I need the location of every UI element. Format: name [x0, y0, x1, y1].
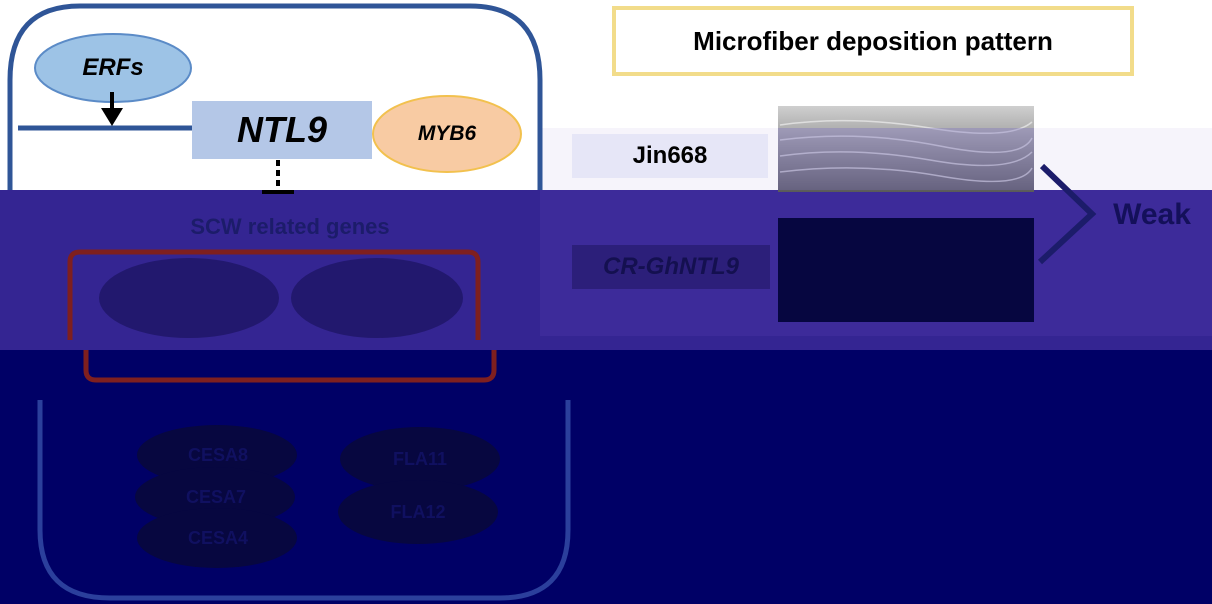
sem-image-mutant: [778, 218, 1034, 322]
pattern-title: Microfiber deposition pattern: [612, 6, 1134, 76]
ntl9-label: NTL9: [237, 109, 327, 150]
fla-label-2: FLA12: [390, 501, 446, 522]
scw-box-top: [67, 249, 481, 340]
erfs-label: ERFs: [82, 54, 144, 81]
cesa-node-1: [137, 425, 297, 485]
sem-fiber-texture: [779, 119, 1033, 183]
fla-node-2: [338, 480, 498, 544]
cesa-label-3: CESA4: [187, 527, 249, 548]
result-label: Weak: [1113, 198, 1191, 231]
sem-image-jin668: [778, 106, 1034, 192]
myb6-node: [372, 95, 522, 173]
fla-node-1: [340, 427, 500, 491]
fla-label-1: FLA11: [392, 448, 448, 469]
scw-gene-right: [291, 258, 463, 338]
regulation-panel-outline-left: [7, 3, 81, 190]
scw-title: SCW related genes: [190, 214, 390, 239]
sem-image-tint: [778, 128, 1034, 190]
regulation-panel-outline-top: [80, 3, 543, 190]
cesa-label-1: CESA8: [187, 444, 249, 465]
cesa-node-3: [137, 508, 297, 568]
arrow-down-icon-head: [101, 108, 123, 126]
scw-box-bottom: [83, 350, 497, 383]
cesa-label-2: CESA7: [185, 486, 247, 507]
row-label-cr-ghntl9: CR-GhNTL9: [603, 253, 739, 280]
row-label-jin668: Jin668: [632, 142, 708, 169]
row-label-box-1: [572, 134, 768, 178]
scw-gene-left: [99, 258, 279, 338]
chevron-right-icon: [1037, 163, 1097, 265]
myb6-label: MYB6: [417, 122, 477, 145]
regulation-panel-outline-bottom: [37, 400, 571, 601]
ntl9-node: [192, 101, 372, 159]
row-label-box-2: [572, 245, 770, 289]
